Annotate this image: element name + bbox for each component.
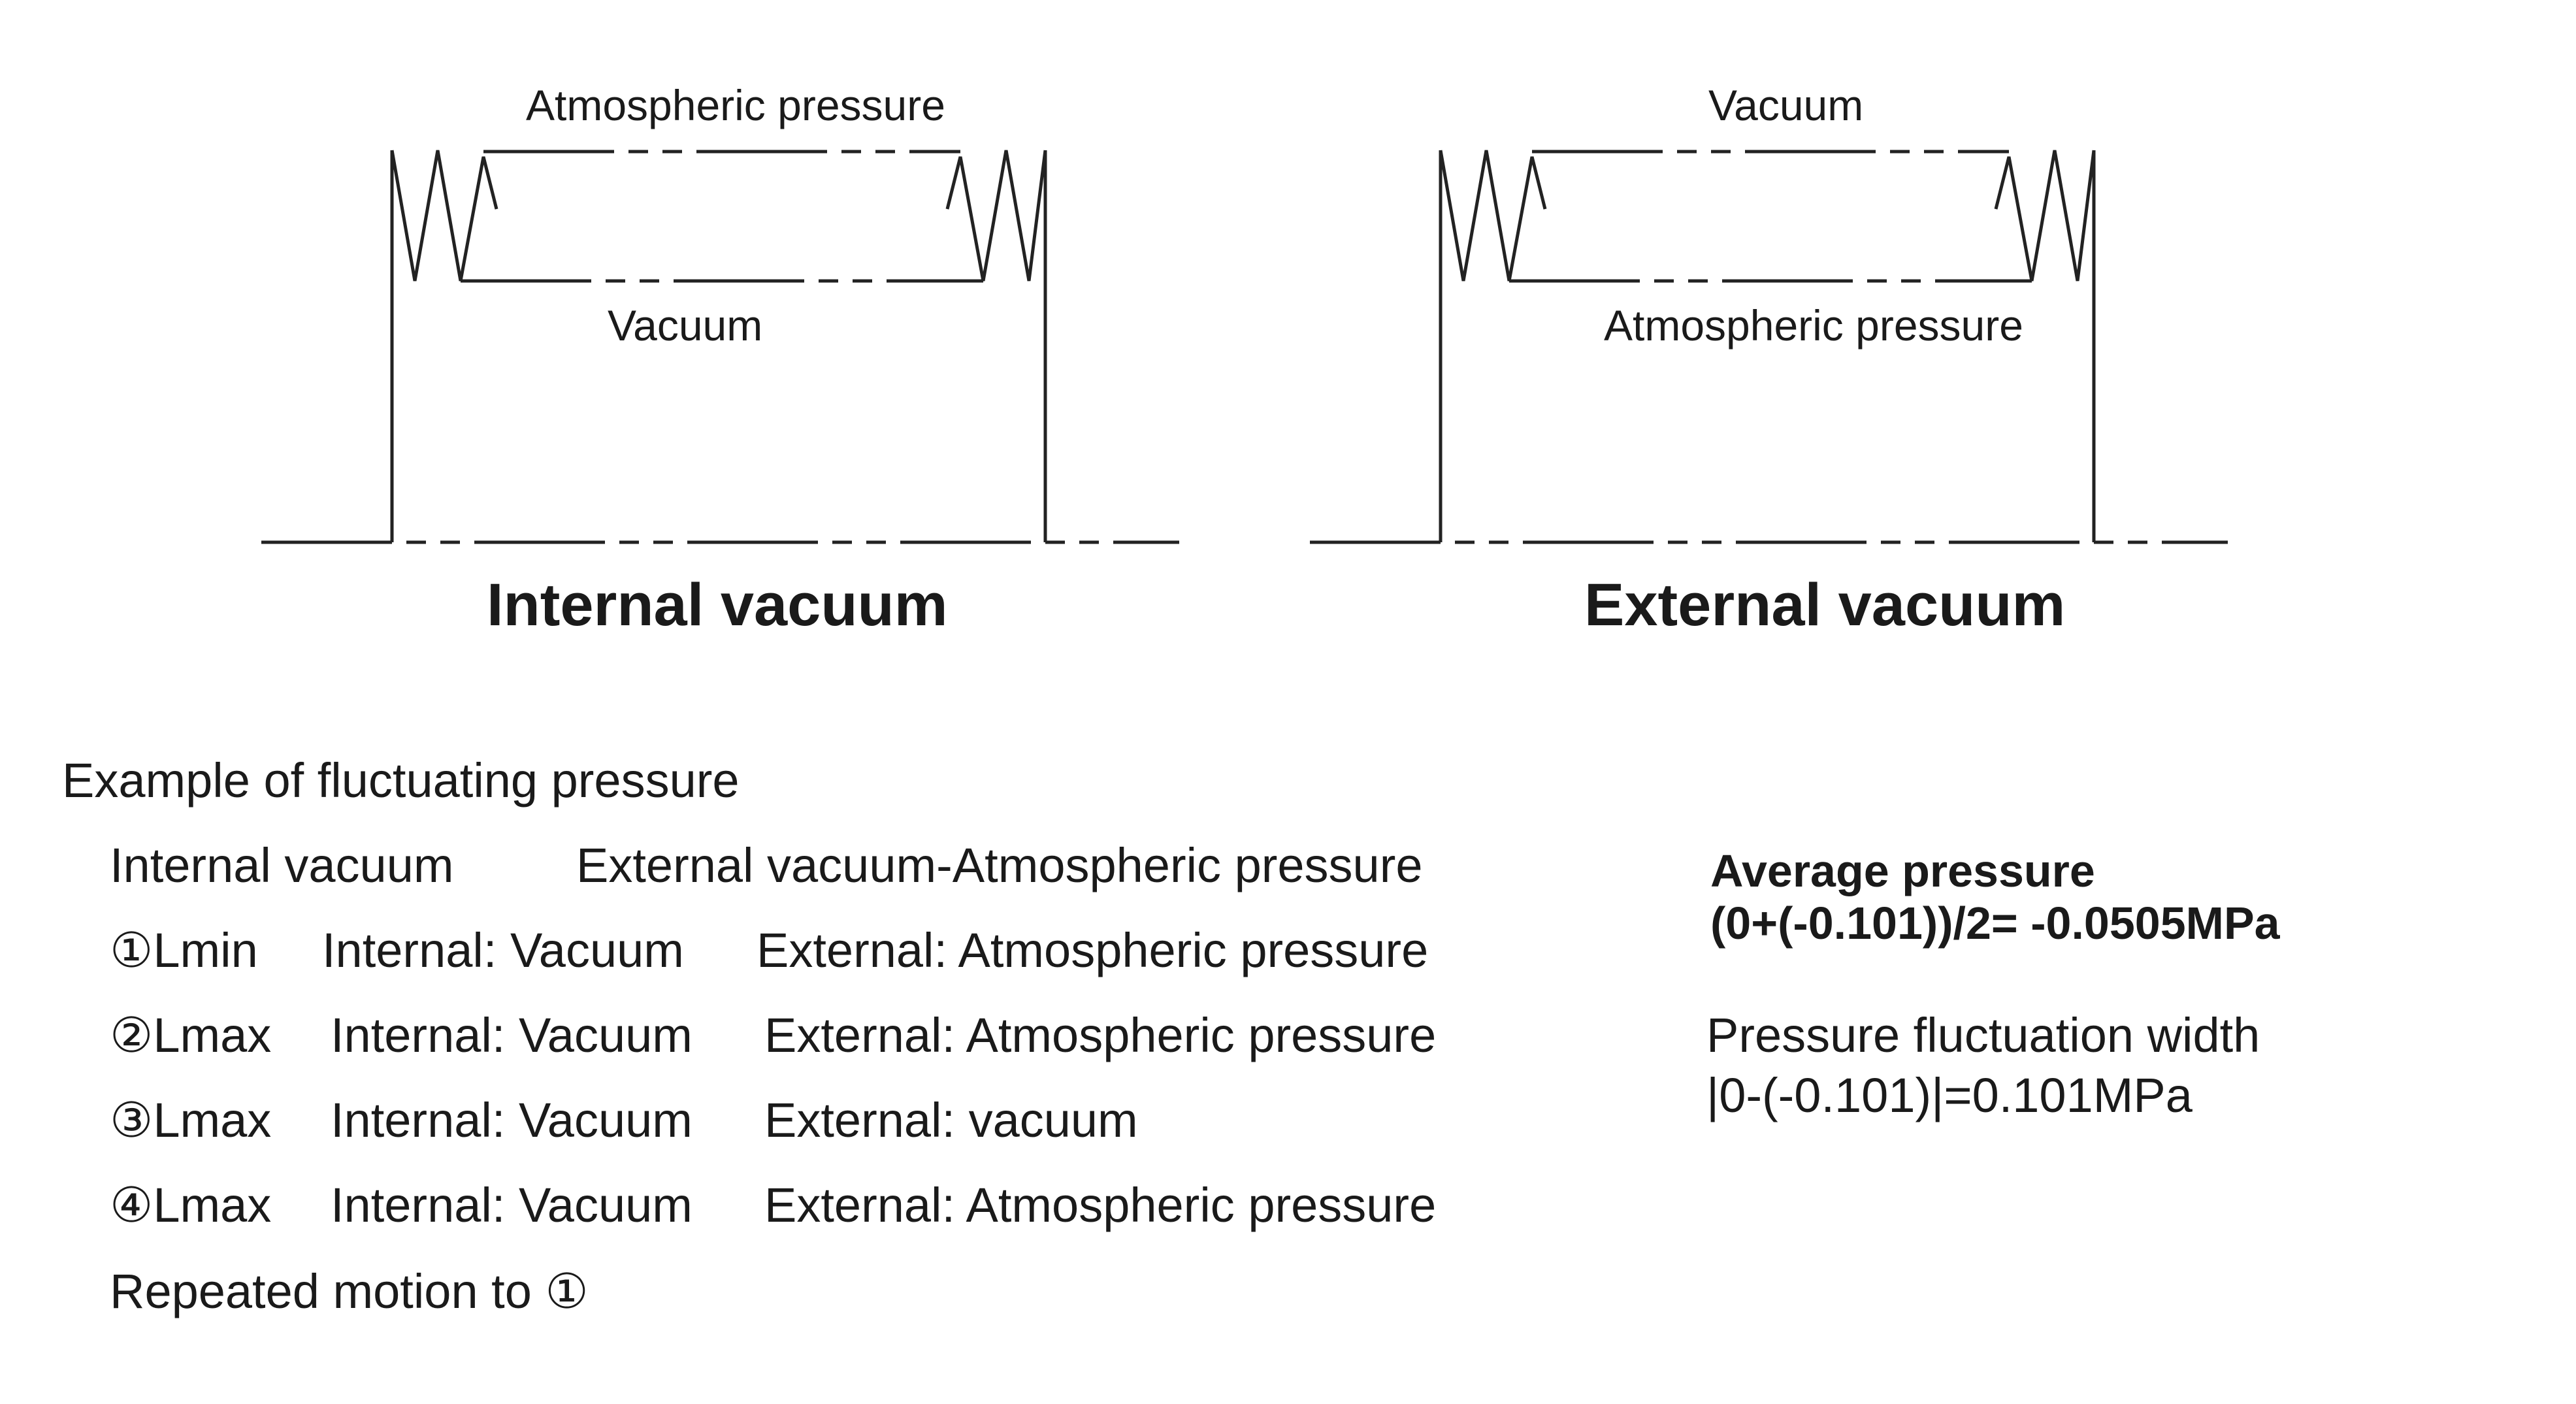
external-title: External vacuum [1584,572,2066,638]
example-header-left: Internal vacuum [110,838,454,892]
external-inner-label: Atmospheric pressure [1604,301,2023,350]
row-1-external: External: Atmospheric pressure [757,923,1429,977]
external-vacuum-diagram [1310,150,2228,544]
row-2-external: External: Atmospheric pressure [764,1008,1437,1062]
internal-top-label: Atmospheric pressure [526,81,945,129]
example-header-right: External vacuum-Atmospheric pressure [576,838,1423,892]
row-3-external: External: vacuum [764,1093,1138,1147]
average-pressure-formula: (0+(-0.101))/2= -0.0505MPa [1710,898,2280,949]
row-2-step: ②Lmax [110,1008,272,1062]
row-4-internal: Internal: Vacuum [331,1178,693,1232]
internal-vacuum-diagram [261,150,1179,544]
internal-title: Internal vacuum [487,572,948,638]
row-1-internal: Internal: Vacuum [322,923,684,977]
row-4-external: External: Atmospheric pressure [764,1178,1437,1232]
average-pressure-label: Average pressure [1710,845,2095,896]
row-4-step: ④Lmax [110,1178,272,1232]
external-top-label: Vacuum [1708,81,1864,129]
row-3-step: ③Lmax [110,1093,272,1147]
fluctuation-width-label: Pressure fluctuation width [1706,1008,2260,1062]
example-heading: Example of fluctuating pressure [62,753,740,808]
row-3-internal: Internal: Vacuum [331,1093,693,1147]
row-1-step: ①Lmin [110,923,258,977]
repeat-text: Repeated motion to ① [110,1264,589,1318]
row-2-internal: Internal: Vacuum [331,1008,693,1062]
internal-inner-label: Vacuum [608,301,763,350]
fluctuation-width-formula: |0-(-0.101)|=0.101MPa [1706,1068,2193,1122]
